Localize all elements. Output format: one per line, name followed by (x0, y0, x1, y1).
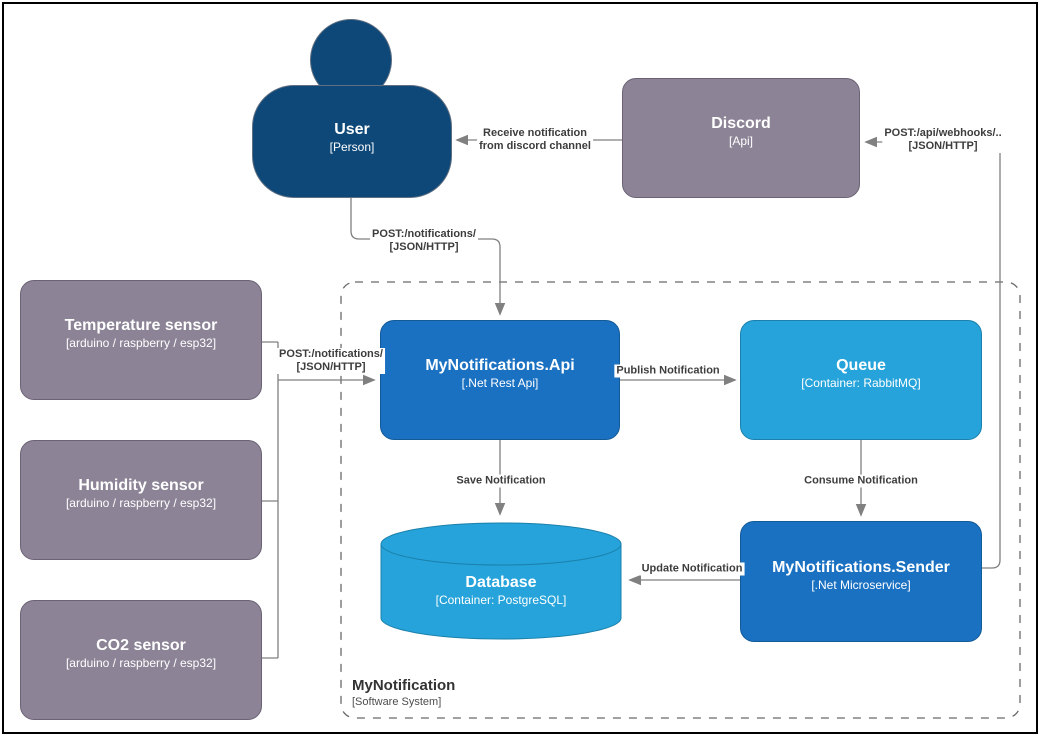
node-subtitle: [arduino / raspberry / esp32] (65, 336, 217, 350)
boundary-label: MyNotification [Software System] (352, 677, 455, 709)
node-discord: Discord [Api] (622, 78, 860, 198)
node-title: User (334, 120, 370, 138)
edge-label-line: Receive notification (483, 127, 587, 139)
edge-label-line: POST:/notifications/ (279, 348, 383, 360)
node-title: Humidity sensor (78, 477, 204, 494)
edge-label-receive-notification: Receive notification from discord channe… (477, 127, 593, 153)
database-cylinder-icon (380, 522, 622, 640)
edge-label-line: Update Notification (641, 562, 743, 575)
edge-label-line: Consume Notification (804, 474, 918, 487)
edge-label-line: [JSON/HTTP] (908, 140, 978, 152)
edge-label-line: from discord channel (479, 140, 591, 152)
node-subtitle: [.Net Rest Api] (461, 376, 539, 390)
edge-label-line: Publish Notification (616, 364, 720, 377)
edge-label-user-post-notifications: POST:/notifications/ [JSON/HTTP] (370, 228, 478, 254)
node-user: User [Person] (252, 19, 452, 198)
edge-label-post-webhooks: POST:/api/webhooks/.. [JSON/HTTP] (882, 127, 1004, 153)
node-title: Temperature sensor (64, 317, 218, 334)
boundary-subtitle: [Software System] (352, 696, 442, 708)
edge-label-line: [JSON/HTTP] (296, 361, 366, 373)
node-subtitle: [arduino / raspberry / esp32] (65, 496, 217, 510)
edge-label-line: POST:/notifications/ (372, 228, 476, 240)
node-title: MyNotifications.Sender (772, 558, 950, 576)
node-title: CO2 sensor (96, 637, 186, 654)
edge-sensor-bus (262, 341, 279, 659)
node-subtitle: [arduino / raspberry / esp32] (65, 656, 217, 670)
edge-label-line: POST:/api/webhooks/.. (884, 127, 1002, 139)
edge-label-line: [JSON/HTTP] (389, 241, 459, 253)
node-title: MyNotifications.Api (425, 357, 575, 374)
node-database: Database [Container: PostgreSQL] (380, 522, 622, 640)
boundary-title: MyNotification (352, 677, 456, 694)
node-subtitle: [.Net Microservice] (811, 577, 911, 592)
node-mynotifications-sender: MyNotifications.Sender [.Net Microservic… (740, 521, 982, 642)
edge-label-update-notification: Update Notification (639, 562, 745, 576)
edge-label-sensors-post-notifications: POST:/notifications/ [JSON/HTTP] (277, 348, 385, 374)
edge-user-to-api (350, 198, 500, 314)
node-subtitle: [Api] (728, 134, 753, 148)
node-queue: Queue [Container: RabbitMQ] (740, 320, 982, 440)
edge-label-consume-notification: Consume Notification (802, 474, 920, 488)
node-subtitle: [Container: RabbitMQ] (801, 376, 921, 390)
node-title: Queue (836, 357, 886, 374)
node-mynotifications-api: MyNotifications.Api [.Net Rest Api] (380, 320, 620, 440)
node-co2-sensor: CO2 sensor [arduino / raspberry / esp32] (20, 600, 262, 720)
node-subtitle: [Person] (329, 139, 375, 154)
edge-label-publish-notification: Publish Notification (614, 364, 722, 378)
node-subtitle: [Container: PostgreSQL] (435, 593, 567, 607)
system-boundary (340, 281, 1021, 719)
edge-label-save-notification: Save Notification (454, 474, 548, 488)
database-text: Database [Container: PostgreSQL] (380, 522, 622, 640)
node-temperature-sensor: Temperature sensor [arduino / raspberry … (20, 280, 262, 400)
edge-label-line: Save Notification (456, 474, 546, 487)
node-title: Discord (711, 115, 771, 132)
node-title: Database (465, 574, 537, 591)
person-body: User [Person] (252, 85, 452, 198)
node-humidity-sensor: Humidity sensor [arduino / raspberry / e… (20, 440, 262, 560)
